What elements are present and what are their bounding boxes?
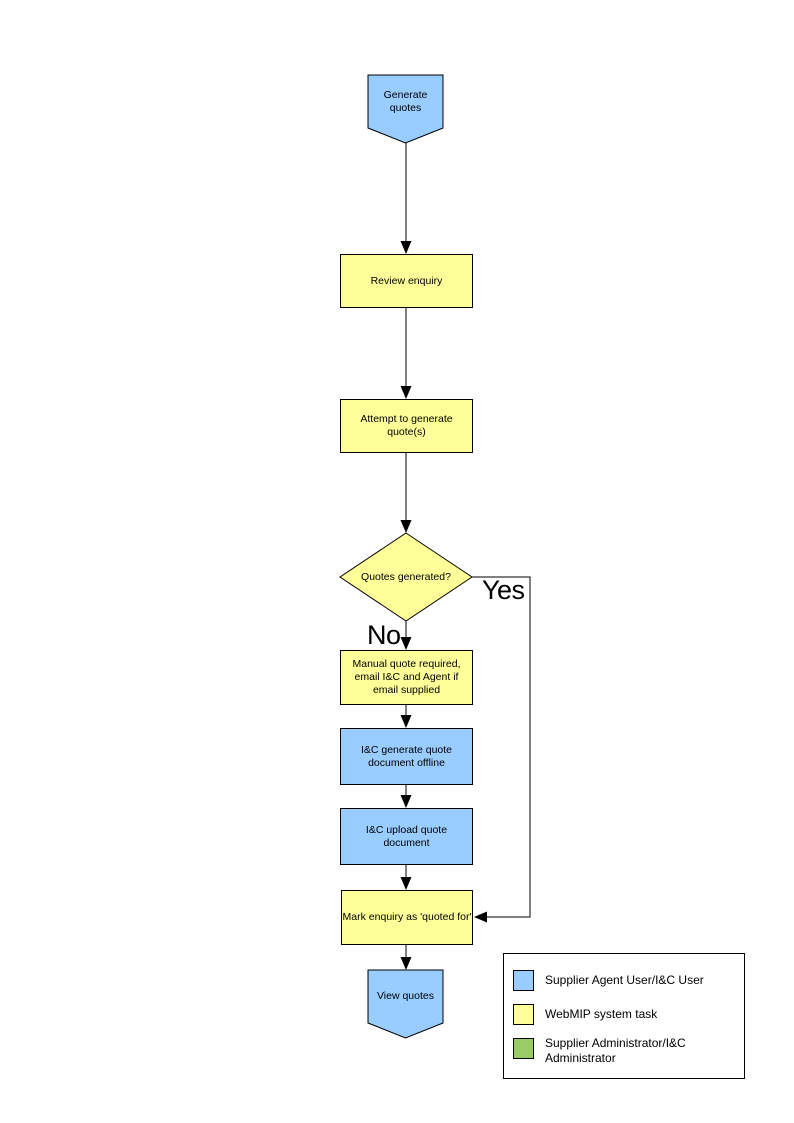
legend-swatch-blue [513, 970, 534, 991]
arrowhead-down-icon [400, 957, 412, 970]
legend-item-agent-user: Supplier Agent User/I&C User [513, 970, 704, 991]
end-offpage-connector-shape [367, 969, 444, 1039]
arrowhead-down-icon [400, 520, 412, 533]
legend-label: Supplier Agent User/I&C User [545, 973, 704, 987]
arrowhead-down-icon [400, 241, 412, 254]
legend-item-administrator: Supplier Administrator/I&C Administrator [513, 1036, 740, 1066]
legend-label: Supplier Administrator/I&C Administrator [545, 1036, 686, 1065]
legend-swatch-yellow [513, 1004, 534, 1025]
arrowhead-down-icon [400, 386, 412, 399]
flow-node-manual-quote: Manual quote required, email I&C and Age… [340, 650, 473, 705]
decision-diamond-shape [339, 532, 473, 622]
flow-node-label: Attempt to generate quote(s) [360, 413, 453, 438]
connector-yes-branch [472, 576, 531, 918]
flow-node-label: I&C generate quote document offline [360, 743, 453, 769]
arrowhead-down-icon [400, 637, 412, 650]
arrowhead-down-icon [400, 715, 412, 728]
arrowhead-down-icon [400, 877, 412, 890]
flow-node-label: I&C upload quote document [365, 823, 448, 849]
legend-swatch-green [513, 1038, 534, 1059]
flow-node-attempt-generate: Attempt to generate quote(s) [340, 399, 473, 453]
flow-node-label: Manual quote required, email I&C and Age… [352, 658, 461, 696]
flow-node-generate-offline: I&C generate quote document offline [340, 728, 473, 785]
legend-box: Supplier Agent User/I&C User WebMIP syst… [503, 953, 745, 1079]
flow-node-upload-quote: I&C upload quote document [340, 808, 473, 865]
arrowhead-down-icon [400, 795, 412, 808]
arrowhead-left-icon [474, 911, 487, 923]
legend-item-system-task: WebMIP system task [513, 1004, 657, 1025]
start-offpage-connector-shape [367, 74, 444, 144]
flow-node-review-enquiry: Review enquiry [340, 254, 473, 308]
flow-node-mark-quoted: Mark enquiry as 'quoted for' [341, 890, 473, 945]
no-branch-label: No [367, 620, 401, 650]
legend-label: WebMIP system task [545, 1007, 658, 1021]
flow-node-label: Review enquiry [370, 274, 443, 287]
flow-node-label: Mark enquiry as 'quoted for' [342, 911, 472, 923]
yes-branch-label: Yes [482, 575, 525, 605]
